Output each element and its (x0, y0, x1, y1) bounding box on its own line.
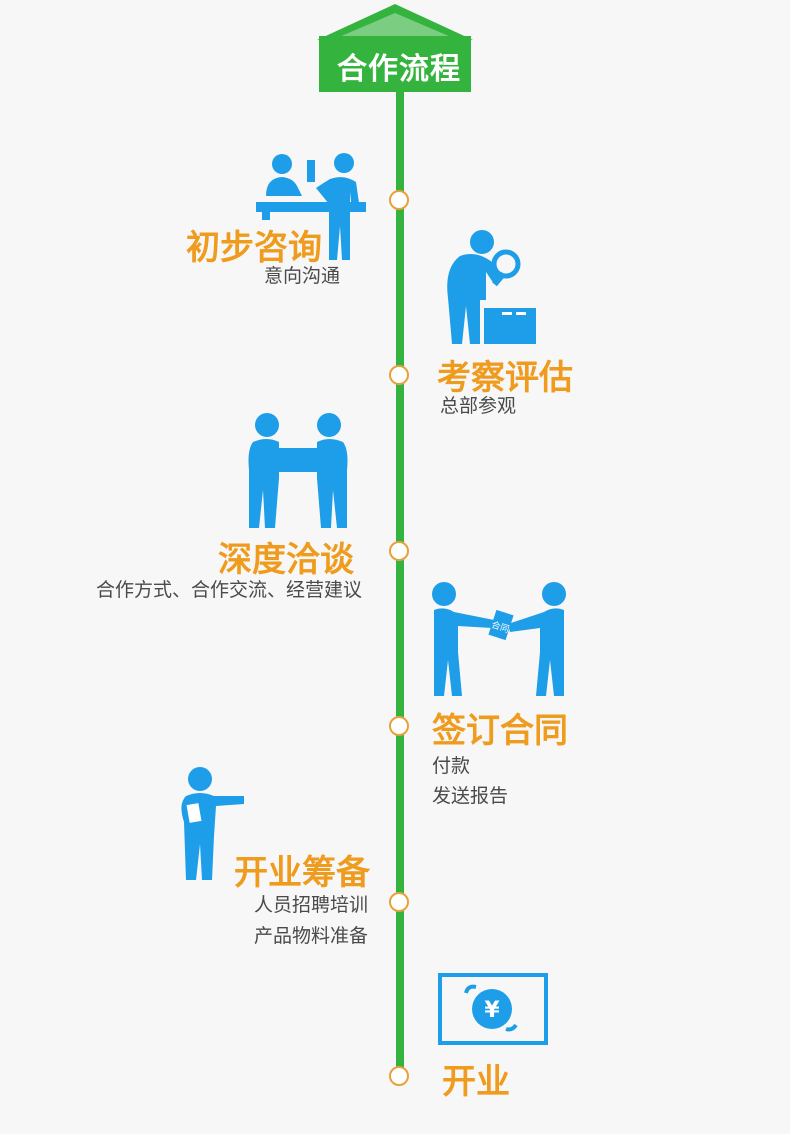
header-badge: 合作流程 (315, 4, 475, 92)
magnifier-inspect-icon (447, 230, 536, 344)
step-detail-1-1: 意向沟通 (263, 265, 340, 287)
timeline-node-5 (389, 892, 409, 912)
timeline-node-4 (389, 716, 409, 736)
house-icon (317, 4, 473, 92)
step-detail-2-1: 总部参观 (440, 395, 517, 417)
yuan-coin-icon: ¥ (438, 973, 548, 1045)
timeline-node-3 (389, 541, 409, 561)
step-detail-5-2: 产品物料准备 (253, 925, 368, 947)
svg-text:¥: ¥ (484, 998, 500, 1023)
pointing-person-icon (181, 767, 244, 880)
contract-exchange-icon: 合同 (432, 582, 566, 696)
step-title-4: 签订合同 (432, 711, 568, 751)
timeline-node-6 (389, 1066, 409, 1086)
step-title-6: 开业 (442, 1062, 510, 1102)
handover-box-icon (248, 413, 348, 528)
timeline-node-1 (389, 190, 409, 210)
step-title-1: 初步咨询 (186, 228, 322, 268)
step-detail-4-2: 发送报告 (432, 785, 509, 807)
step-detail-3-1: 合作方式、合作交流、经营建议 (95, 579, 362, 601)
step-title-2: 考察评估 (437, 358, 573, 398)
reception-desk-icon (256, 153, 366, 260)
step-title-3: 深度洽谈 (218, 540, 354, 580)
step-title-5: 开业筹备 (234, 853, 370, 893)
step-detail-4-1: 付款 (432, 755, 471, 777)
timeline-line (396, 80, 404, 1080)
page-title: 合作流程 (337, 52, 461, 87)
step-detail-5-1: 人员招聘培训 (253, 894, 368, 916)
timeline-node-2 (389, 365, 409, 385)
